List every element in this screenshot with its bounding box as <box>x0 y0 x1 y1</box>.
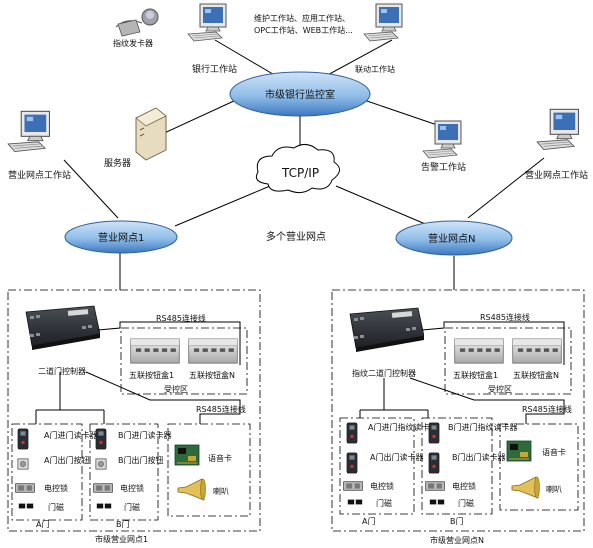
right-b-lock-icon <box>425 481 445 491</box>
branch-workstation-left-label: 营业网点工作站 <box>8 169 71 181</box>
alarm-workstation-icon <box>422 120 462 159</box>
fingerprint-reader-label: 指纹发卡器 <box>113 38 153 48</box>
right-voice-card-icon <box>506 440 532 462</box>
right-a-lock-icon <box>343 481 363 491</box>
left-door-a-label: A门 <box>36 519 49 529</box>
left-b-mag-icon <box>96 503 112 509</box>
left-b-exit-label: B门出门按钮 <box>118 455 164 465</box>
branch-workstation-left-icon <box>7 110 51 153</box>
left-button-box1-label: 五联按钮盒1 <box>129 370 174 380</box>
right-b-reader-label: B门进门指纹读卡器 <box>448 422 518 432</box>
right-voice-card-label: 语音卡 <box>542 447 566 457</box>
right-a-reader-icon <box>346 422 358 444</box>
right-b-mag-icon <box>429 499 445 505</box>
left-door-b-box <box>89 423 159 521</box>
fingerprint-reader-icon <box>115 8 159 37</box>
left-b-lock-label: 电控锁 <box>120 483 144 493</box>
alarm-workstation-label: 告警工作站 <box>421 161 466 173</box>
left-a-lock-icon <box>15 483 35 493</box>
tcpip-label: TCP/IP <box>281 166 319 180</box>
branch1-node <box>64 220 178 254</box>
linkage-workstation-icon <box>363 3 403 42</box>
bank-workstation-label: 银行工作站 <box>192 63 237 75</box>
right-button-boxN-icon <box>512 338 562 364</box>
right-a-exit-icon <box>346 452 358 474</box>
right-site: 指纹二道门控制器 RS485连接线 五联按钮盒1 五联按钮盒N 受控区 RS48… <box>331 289 585 545</box>
right-a-reader-label: A门进门指纹读卡器 <box>368 422 437 432</box>
right-door-a-label: A门 <box>362 516 375 526</box>
right-b-mag-label: 门磁 <box>458 498 474 508</box>
multiple-branches-label: 多个营业网点 <box>266 230 326 243</box>
left-speaker-icon <box>177 478 206 501</box>
branch-workstation-right-icon <box>536 108 580 151</box>
right-rs485-top-label: RS485连接线 <box>480 312 530 322</box>
right-b-lock-label: 电控锁 <box>452 481 476 491</box>
right-door-b-box <box>421 417 493 515</box>
left-a-lock-label: 电控锁 <box>44 483 68 493</box>
left-site-footer: 市级营业网点1 <box>95 534 148 544</box>
right-button-boxN-label: 五联按钮盒N <box>513 370 559 380</box>
left-voice-card-icon <box>174 444 200 466</box>
branchN-node <box>395 220 513 256</box>
left-a-exit-label: A门出门按钮 <box>44 455 89 465</box>
left-a-exit-icon <box>17 458 29 470</box>
branchN-label: 营业网点N <box>428 232 475 245</box>
left-a-reader-icon <box>17 428 29 450</box>
right-a-mag-label: 门磁 <box>376 498 392 508</box>
server-icon <box>135 107 167 161</box>
left-a-mag-icon <box>18 503 34 509</box>
left-a-mag-label: 门磁 <box>48 502 64 512</box>
left-a-reader-label: A门进门读卡器 <box>44 430 97 440</box>
right-button-box1-icon <box>454 338 504 364</box>
city-monitor-label: 市级银行监控室 <box>265 88 335 101</box>
right-b-exit-icon <box>428 452 440 474</box>
left-door-a-box <box>11 423 83 521</box>
right-site-footer: 市级营业网点N <box>430 535 484 545</box>
left-rs485-top-label: RS485连接线 <box>156 313 206 323</box>
branch-workstation-right-label: 营业网点工作站 <box>525 169 588 181</box>
city-monitor-node <box>229 71 371 117</box>
left-speaker-label: 喇叭 <box>213 486 229 496</box>
left-button-boxN-label: 五联按钮盒N <box>189 370 235 380</box>
right-a-lock-label: 电控锁 <box>370 481 394 491</box>
right-b-exit-label: B门出门读卡器 <box>452 452 506 462</box>
maint-workstations-line1: 维护工作站、应用工作站、 <box>254 13 350 23</box>
left-controller-icon <box>25 305 100 350</box>
bank-workstation-icon <box>187 3 227 42</box>
right-controlled-zone-label: 受控区 <box>488 384 512 394</box>
left-controller-label: 二道门控制器 <box>38 366 86 376</box>
left-b-exit-icon <box>95 458 107 470</box>
left-b-lock-icon <box>93 483 113 493</box>
network-links <box>63 39 545 290</box>
right-voice-box <box>499 423 579 511</box>
left-voice-box <box>167 423 251 517</box>
left-b-reader-icon <box>95 428 107 450</box>
right-a-exit-label: A门出门读卡器 <box>370 452 423 462</box>
left-button-boxN-icon <box>188 338 238 364</box>
server-label: 服务器 <box>104 157 131 169</box>
maint-workstations-line2: OPC工作站、WEB工作站... <box>254 25 353 35</box>
tcpip-cloud <box>255 144 340 194</box>
linkage-workstation-label: 联动工作站 <box>355 64 395 74</box>
left-b-reader-label: B门进门读卡器 <box>118 430 172 440</box>
left-button-box1-icon <box>130 338 180 364</box>
left-b-mag-label: 门磁 <box>124 502 140 512</box>
right-button-box1-label: 五联按钮盒1 <box>453 370 498 380</box>
left-door-b-label: B门 <box>116 519 130 529</box>
right-door-a-box <box>339 417 415 515</box>
right-controller-icon <box>349 307 424 352</box>
right-speaker-label: 喇叭 <box>546 484 562 494</box>
right-a-mag-icon <box>347 499 363 505</box>
right-b-reader-icon <box>428 422 440 444</box>
branch1-label: 营业网点1 <box>98 231 144 244</box>
right-speaker-icon <box>511 476 540 499</box>
left-rs485-mid-label: RS485连接线 <box>196 404 246 414</box>
right-controller-label: 指纹二道门控制器 <box>352 368 416 378</box>
right-door-b-label: B门 <box>450 516 464 526</box>
right-rs485-mid-label: RS485连接线 <box>522 404 572 414</box>
left-voice-card-label: 语音卡 <box>208 453 232 463</box>
left-site: 二道门控制器 RS485连接线 五联按钮盒1 五联按钮盒N 受控区 RS485连… <box>7 289 261 544</box>
left-controlled-zone-label: 受控区 <box>164 384 188 394</box>
